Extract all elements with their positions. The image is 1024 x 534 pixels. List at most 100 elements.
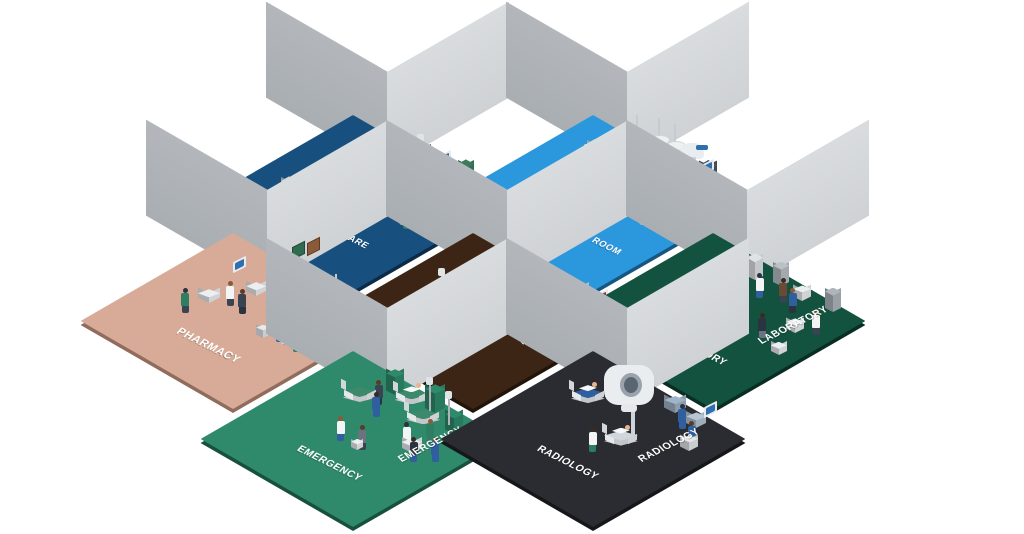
person-legs xyxy=(756,290,764,298)
box-top xyxy=(686,412,707,421)
bed-headboard xyxy=(601,422,607,434)
person-torso xyxy=(336,421,345,434)
box-top xyxy=(664,395,687,405)
person-head xyxy=(338,416,344,421)
pharmacist-figure xyxy=(226,281,235,307)
patient-figure xyxy=(238,289,247,315)
paramedic-figure xyxy=(372,392,381,418)
person-torso xyxy=(812,314,821,328)
iv-stand xyxy=(429,380,432,411)
bed-base xyxy=(406,415,441,425)
box-top xyxy=(425,384,446,394)
box-top xyxy=(351,438,364,445)
person-head xyxy=(432,437,438,443)
person-legs xyxy=(238,307,246,315)
bed-mattress xyxy=(570,388,605,399)
iv-stand xyxy=(448,394,451,425)
person-head xyxy=(813,309,819,315)
person-head xyxy=(757,272,763,278)
bed-mattress xyxy=(603,430,638,441)
person-torso xyxy=(788,293,797,307)
patient-body xyxy=(578,385,597,392)
lab-technician-figure xyxy=(755,272,764,298)
patient-body xyxy=(402,386,421,393)
box-top xyxy=(773,261,790,270)
person-torso xyxy=(374,385,383,399)
pharmacist-figure xyxy=(181,288,190,314)
person-legs xyxy=(226,299,234,307)
person-head xyxy=(427,419,433,425)
box-top xyxy=(793,285,812,293)
radiographer-figure xyxy=(588,426,597,452)
box-top xyxy=(198,289,220,298)
person-head xyxy=(679,404,685,410)
iv-bag xyxy=(426,376,434,385)
light-arm xyxy=(657,118,660,139)
person-torso xyxy=(409,442,418,456)
nurse-figure xyxy=(431,437,440,463)
person-legs xyxy=(431,455,439,463)
lab-technician-figure xyxy=(812,309,821,335)
person-head xyxy=(359,424,365,430)
person-head xyxy=(227,281,233,287)
box-top xyxy=(824,287,841,296)
bed-base xyxy=(342,392,377,402)
light-arm xyxy=(674,123,677,144)
person-head xyxy=(689,420,695,426)
person-torso xyxy=(372,397,381,411)
bed-headboard xyxy=(404,401,410,413)
person-head xyxy=(780,277,786,283)
box-top xyxy=(445,410,464,419)
person-head xyxy=(376,380,382,386)
technician-figure xyxy=(678,404,687,430)
person-head xyxy=(404,421,410,427)
bed-headboard xyxy=(568,379,574,392)
department-scene-radiology xyxy=(508,294,748,534)
bed-mattress xyxy=(394,389,429,400)
xray-column xyxy=(630,405,635,438)
scan-image xyxy=(307,237,321,257)
box-top xyxy=(680,435,699,443)
person-legs xyxy=(812,327,820,335)
person-head xyxy=(590,426,596,432)
person-legs xyxy=(337,434,345,441)
patient-figure xyxy=(779,277,788,303)
iv-bag xyxy=(437,268,445,277)
box-top xyxy=(770,341,787,349)
person-torso xyxy=(238,294,247,308)
person-legs xyxy=(779,295,787,303)
person-legs xyxy=(758,331,766,339)
person-torso xyxy=(226,286,235,300)
person-legs xyxy=(678,422,686,430)
patient-head xyxy=(415,383,421,389)
xray-head xyxy=(620,403,637,412)
iv-bag xyxy=(445,390,453,399)
box-top xyxy=(786,318,805,326)
person-head xyxy=(239,289,245,295)
hospital-isometric-diagram: CRITICAL CARECRITICAL CAREOPERATING ROOM… xyxy=(80,1,869,531)
box-top xyxy=(457,159,474,169)
patient-head xyxy=(591,382,597,388)
person-torso xyxy=(779,282,788,296)
bed-mattress xyxy=(406,409,441,420)
box-top xyxy=(386,369,405,378)
bed-base xyxy=(570,394,605,404)
person-legs xyxy=(426,437,434,445)
bed-mattress xyxy=(342,386,377,397)
person-torso xyxy=(358,429,367,443)
patient-figure xyxy=(409,437,418,463)
box-top xyxy=(246,282,267,291)
person-torso xyxy=(402,426,411,440)
bed-base xyxy=(394,395,429,405)
person-head xyxy=(411,437,417,443)
person-torso xyxy=(426,424,435,438)
phlebotomist-figure xyxy=(788,288,797,314)
person-torso xyxy=(755,277,764,291)
person-legs xyxy=(372,410,380,418)
department-scene-emergency xyxy=(268,294,508,534)
patient-head xyxy=(624,424,630,430)
person-torso xyxy=(588,431,597,445)
person-head xyxy=(373,392,379,398)
